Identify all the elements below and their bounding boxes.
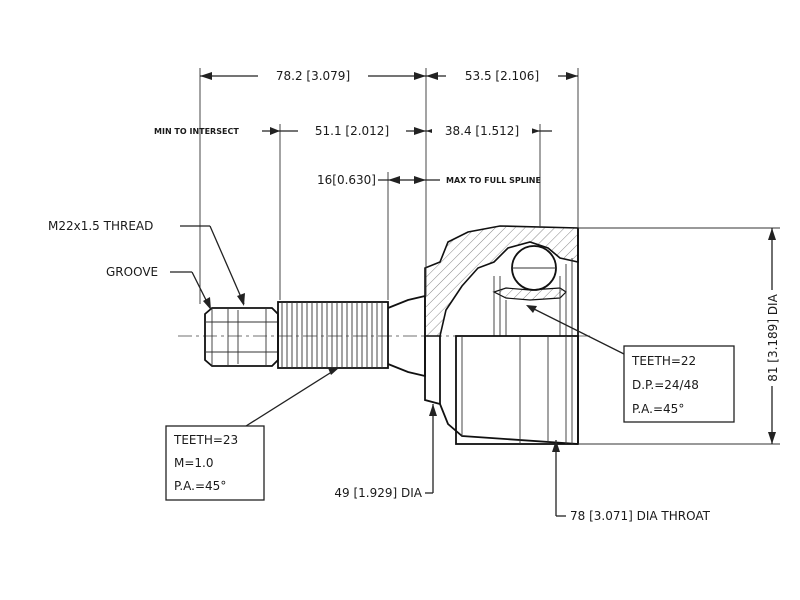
dim-bell-length: 53.5 [2.106] [426,66,578,84]
outer-pa: P.A.=45° [174,479,226,493]
outer-dia-value: 81 [3.189] DIA [766,293,780,381]
min-to-intersect-label: MIN TO INTERSECT [154,127,239,136]
dim-seal-dia: 49 [1.929] DIA [334,404,437,500]
overall-stem-value: 78.2 [3.079] [276,69,350,83]
bell-body-lower [455,335,579,445]
inner-race [492,287,567,301]
groove-label: GROOVE [106,265,158,279]
inner-teeth: TEETH=22 [631,354,696,368]
extension-lines [199,68,780,445]
spline-teeth [281,302,383,368]
inner-dp: D.P.=24/48 [632,378,699,392]
bell-section-hatch [424,225,579,337]
outer-teeth: TEETH=23 [173,433,238,447]
bell-length-value: 53.5 [2.106] [465,69,539,83]
thread-callout: M22x1.5 THREAD [48,219,245,306]
inner-pa: P.A.=45° [632,402,684,416]
throat-dia-value: 78 [3.071] DIA THROAT [570,509,711,523]
thread-label: M22x1.5 THREAD [48,219,153,233]
max-full-spline-label: MAX TO FULL SPLINE [446,176,541,185]
dim-overall-stem: 78.2 [3.079] [200,66,426,84]
inner-spec-box: TEETH=22 D.P.=24/48 P.A.=45° [526,305,735,423]
seal-dia-value: 49 [1.929] DIA [334,486,422,500]
dim-spline-length: 16[0.630] MAX TO FULL SPLINE [317,173,541,187]
spline-length-value: 16[0.630] [317,173,376,187]
threaded-end [204,307,279,367]
outer-spec-box: TEETH=23 M=1.0 P.A.=45° [165,367,340,501]
dim-intersect-to-center: 38.4 [1.512] [426,121,552,139]
outer-module: M=1.0 [174,456,214,470]
spline-shaft [277,301,389,369]
dim-to-intersect: MIN TO INTERSECT 51.1 [2.012] [154,121,426,139]
to-intersect-value: 51.1 [2.012] [315,124,389,138]
intersect-to-center-value: 38.4 [1.512] [445,124,519,138]
dim-outer-dia: 81 [3.189] DIA [764,228,780,444]
groove-callout: GROOVE [106,265,211,310]
part-outline [178,225,590,445]
bell-lower-half [424,336,579,445]
dim-throat-dia: 78 [3.071] DIA THROAT [552,440,711,523]
